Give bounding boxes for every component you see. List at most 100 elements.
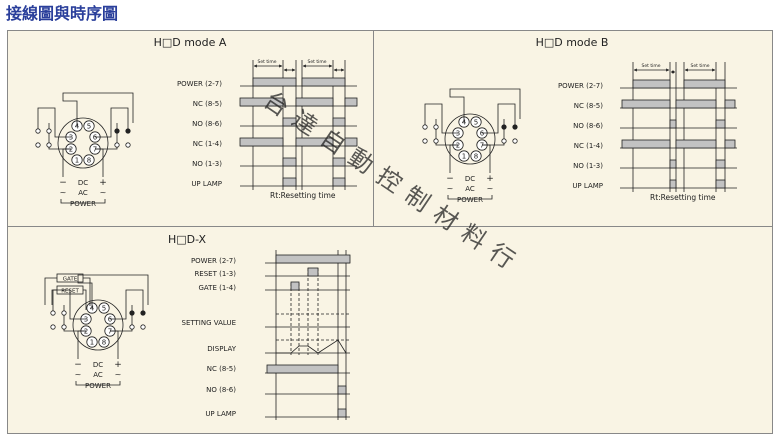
mode-b-contact <box>422 138 428 144</box>
mode-x-pin-label: 6 <box>108 316 113 324</box>
mode-a-label-power: POWER (2-7) <box>177 80 222 88</box>
mode-x-label-no86: NO (8-6) <box>206 386 236 394</box>
mode-a-settime-2: Set time <box>308 59 327 65</box>
mode-b-pin-label: 1 <box>462 153 466 161</box>
mode-b-settime-2: Set time <box>691 63 710 69</box>
mode-a-contact <box>35 128 41 134</box>
mode-x-label-gate: GATE (1-4) <box>199 284 237 292</box>
mode-x-contact <box>140 310 146 316</box>
mode-b-contact <box>501 138 507 144</box>
mode-b-label-nc14: NC (1-4) <box>574 142 604 150</box>
mode-a-wire-power-right <box>95 148 104 177</box>
mode-b-label-nc85: NC (8-5) <box>574 102 604 110</box>
mode-a-contact <box>46 128 52 134</box>
mode-b-pin-label: 8 <box>474 153 478 161</box>
mode-b-pin-8 <box>470 150 482 162</box>
mode-b-tilde-left: ~ <box>447 184 454 193</box>
mode-a-contact <box>125 128 131 134</box>
mode-x-contact <box>129 310 135 316</box>
mode-a-settime-1: Set time <box>258 59 277 65</box>
mode-x-timing-labels: POWER (2-7) RESET (1-3) GATE (1-4) SETTI… <box>182 257 237 418</box>
mode-b-contact <box>501 124 507 130</box>
mode-a-label-uplamp: UP LAMP <box>191 180 222 188</box>
mode-x-pin-label: 1 <box>90 339 94 347</box>
mode-a-pin-label: 1 <box>75 157 79 165</box>
mode-a-pin-5 <box>83 120 95 132</box>
mode-a-power-label: POWER <box>70 200 96 208</box>
mode-b-pin-label: 2 <box>456 142 460 150</box>
mode-a-contact <box>35 142 41 148</box>
mode-x-contact <box>61 310 67 316</box>
page-title: 接線圖與時序圖 <box>6 4 119 23</box>
mode-a-label-no86: NO (8-6) <box>192 120 222 128</box>
mode-a-pin-8 <box>83 154 95 166</box>
mode-b-bars <box>621 79 736 189</box>
mode-b-contact <box>422 124 428 130</box>
mode-a-timing-labels: POWER (2-7) NC (8-5) NO (8-6) NC (1-4) N… <box>177 80 222 188</box>
mode-a-pin-label: 4 <box>75 123 80 131</box>
mode-x-label-setting: SETTING VALUE <box>182 319 236 327</box>
mode-b-power-label: POWER <box>457 196 483 204</box>
mode-a-wire-right-top <box>95 107 129 138</box>
mode-x-pin-1 <box>86 336 98 348</box>
mode-x-gate-label: GATE <box>63 277 78 283</box>
mode-b-label-uplamp: UP LAMP <box>572 182 603 190</box>
mode-b-dc-label: DC <box>465 175 475 183</box>
mode-x-label-reset: RESET (1-3) <box>194 270 236 278</box>
mode-x-contact <box>61 324 67 330</box>
mode-a-contact <box>46 142 52 148</box>
mode-a-contact <box>114 142 120 148</box>
mode-b-wire-left-top <box>424 103 458 134</box>
mode-x-pin-label: 5 <box>102 305 106 313</box>
mode-b-pin-label: 6 <box>480 130 485 138</box>
mode-b-wire-power-right <box>482 144 491 173</box>
mode-b-contact <box>512 138 518 144</box>
mode-x-pin-label: 2 <box>84 328 88 336</box>
mode-a-minus-sign: − <box>59 178 67 188</box>
mode-a-tilde-left: ~ <box>60 188 67 197</box>
mode-a-pin-label: 7 <box>93 146 97 154</box>
mode-b-plus-sign: + <box>486 174 494 184</box>
mode-a-contact <box>114 128 120 134</box>
mode-x-tilde-right: ~ <box>115 370 122 379</box>
mode-x-label-power: POWER (2-7) <box>191 257 236 265</box>
mode-b-label-power: POWER (2-7) <box>558 82 603 90</box>
mode-x-dc-label: DC <box>93 361 103 369</box>
mode-x-plus-sign: + <box>114 360 122 370</box>
mode-b-contact <box>433 124 439 130</box>
mode-b-tilde-right: ~ <box>487 184 494 193</box>
mode-a-tilde-right: ~ <box>100 188 107 197</box>
mode-b-pin-5 <box>470 116 482 128</box>
mode-x-reset-label: RESET <box>61 289 79 295</box>
mode-a-pin-1 <box>71 154 83 166</box>
mode-a-label-nc14: NC (1-4) <box>193 140 223 148</box>
mode-b-settime-1: Set time <box>642 63 661 69</box>
mode-x-label-uplamp: UP LAMP <box>205 410 236 418</box>
mode-b-contact <box>433 138 439 144</box>
mode-x-wire-left-top <box>52 289 86 320</box>
mode-a-pin-label: 2 <box>69 146 73 154</box>
panel-divider-vertical <box>373 30 374 226</box>
mode-x-title: H□D-X <box>168 233 207 246</box>
mode-x-wire-power-right <box>110 330 119 359</box>
mode-x-timing-chart <box>265 250 350 420</box>
mode-b-title: H□D mode B <box>536 36 609 49</box>
panel-divider-horizontal <box>7 226 773 227</box>
mode-b-ac-label: AC <box>465 185 475 193</box>
mode-a-rt-note: Rt:Resetting time <box>270 191 336 200</box>
mode-a-pin-label: 5 <box>87 123 91 131</box>
mode-b-pin-label: 4 <box>462 119 467 127</box>
mode-x-wire-top <box>77 274 149 308</box>
mode-b-socket-ring <box>444 113 496 165</box>
mode-x-wire-power-left <box>77 330 86 359</box>
mode-x-pin-5 <box>98 302 110 314</box>
mode-x-contact <box>129 324 135 330</box>
mode-x-contact <box>140 324 146 330</box>
mode-b-wire-top <box>449 88 521 122</box>
mode-x-pin-label: 8 <box>102 339 106 347</box>
